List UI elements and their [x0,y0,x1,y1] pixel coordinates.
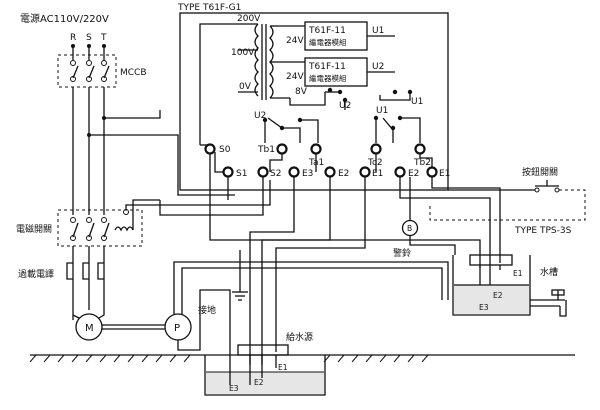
controller-box [179,12,449,191]
controller-type-label: TYPE T61F-G1 [177,3,241,13]
source-e2-label: E2 [254,378,264,387]
phase-s-label: S [86,33,92,43]
source-e1-label: E1 [278,363,288,372]
tap-0v-label: 0V [239,82,252,92]
alarm-bell-symbol: B [407,224,412,233]
mccb-label: MCCB [120,68,147,78]
contact-dots [262,87,413,131]
terminal-e2-a [324,166,336,178]
top-terminal-row [204,143,426,155]
water-source-well [204,344,326,396]
terminal-e3-label: E3 [302,169,313,179]
push-button-switch[interactable] [429,180,586,221]
contact-u2-left-label: U2 [254,111,266,121]
motor-symbol: M [85,323,94,334]
alarm-bell [401,219,419,237]
terminal-s2-label: S2 [270,169,281,179]
terminal-tb2 [414,143,426,155]
tap-100v-label: 100V [231,48,255,58]
terminal-s1-label: S1 [236,169,247,179]
external-wiring [159,154,515,365]
overload-relay [66,262,104,280]
pump-symbol: P [174,323,180,334]
terminal-tb1-label: Tb1 [257,145,275,155]
feeder-lines [72,87,235,215]
tank-e2-label: E2 [493,291,503,300]
terminal-e2-b [394,166,406,178]
contactor-label: 電磁開關 [16,223,52,235]
relay-u2-name: T61F-11 [308,62,346,72]
contactor-control-wire [125,180,271,210]
transformer [199,23,290,145]
terminal-e2-a-label: E2 [338,169,349,179]
tank-label: 水槽 [540,266,558,278]
main-power-lines [71,44,106,60]
water-source-label: 給水源 [286,331,313,343]
terminal-ta1 [310,143,322,155]
faucet-icon [530,289,567,317]
terminal-s0 [204,143,216,155]
terminal-e1-b-label: E1 [439,169,450,179]
sensor-type-label: TYPE TPS-3S [514,226,572,236]
contact-u2-top-label: U2 [339,101,351,111]
output-24v-1-label: 24V [286,36,304,46]
terminal-e1-b [426,166,438,178]
ground-symbol [232,291,248,301]
relay-module-u1 [278,21,395,51]
tank-e3-label: E3 [479,303,489,312]
relay-module-u2 [278,57,395,87]
phase-r-label: R [70,33,76,43]
source-e3-label: E3 [229,384,239,393]
terminal-tb1 [276,143,288,155]
relay-u2-desc: 繼電器模組 [309,73,347,83]
terminal-tc2 [370,143,382,155]
terminal-e2-b-label: E2 [408,169,419,179]
terminal-e1-a [359,166,371,178]
bottom-terminal-row [222,166,438,178]
terminal-e3 [288,166,300,178]
ground-label: 接地 [198,304,216,316]
contact-u1-right-label: U1 [411,97,423,107]
relay-u2-id: U2 [372,62,384,72]
push-button-label: 按鈕開關 [522,166,558,178]
water-tank [452,255,531,316]
tank-e1-label: E1 [513,269,523,278]
output-24v-2-label: 24V [286,72,304,82]
alarm-bell-label: 警鈴 [393,247,411,259]
supply-pipe [173,261,449,351]
output-8v-label: 8V [295,87,308,97]
relay-u1-desc: 繼電器模組 [309,37,347,47]
terminal-tc2-label: Tc2 [367,158,383,168]
overload-label: 過載電譯 [18,268,54,280]
terminal-e1-a-label: E1 [372,169,383,179]
overload-lines [72,246,105,320]
tap-200v-label: 200V [237,14,261,24]
contactor [57,209,143,247]
terminal-tb2-label: Tb2 [413,158,431,168]
phase-t-label: T [100,33,107,43]
relay-u1-name: T61F-11 [308,26,346,36]
relay-u1-id: U1 [372,26,384,36]
terminal-s1 [222,166,234,178]
mccb-breaker [57,54,117,88]
terminal-ta1-label: Ta1 [308,158,324,168]
contact-u1-mid-label: U1 [376,106,388,116]
motor [72,300,105,341]
terminal-s2 [257,166,269,178]
terminal-s0-label: S0 [219,145,231,155]
motor-pump-shaft [102,324,165,330]
power-source-label: 電源AC110V/220V [20,12,109,25]
ground-surface [29,354,575,363]
